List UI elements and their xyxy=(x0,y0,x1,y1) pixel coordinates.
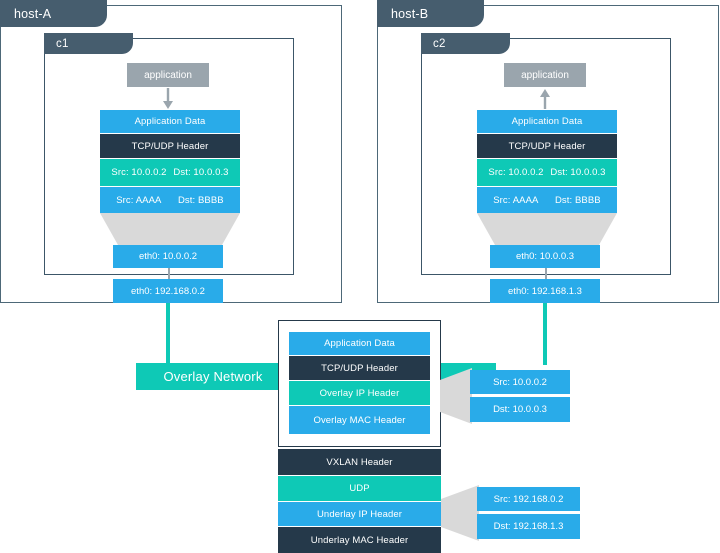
packet-layer-host-b-3-src: Src: AAAA xyxy=(493,194,539,206)
encap-outer-layer-2: Underlay IP Header xyxy=(278,502,441,526)
callout-overlay-dst: Dst: 10.0.0.3 xyxy=(470,397,570,422)
encap-outer-layer-0-label: VXLAN Header xyxy=(326,456,393,468)
encap-inner-layer-2: Overlay IP Header xyxy=(289,381,430,405)
container-c1-interface: eth0: 10.0.0.2 xyxy=(113,245,223,268)
application-label-host-b: application xyxy=(521,69,569,81)
callout-underlay-dst-label: Dst: 192.168.1.3 xyxy=(493,521,564,532)
encap-inner-layer-1: TCP/UDP Header xyxy=(289,356,430,380)
callout-overlay-src: Src: 10.0.0.2 xyxy=(470,370,570,394)
container-c2-interface-label: eth0: 10.0.0.3 xyxy=(515,251,575,262)
connector-host-a-to-overlay xyxy=(166,303,170,365)
host-a-label: host-A xyxy=(14,6,52,21)
encap-inner-layer-0-label: Application Data xyxy=(324,338,395,349)
funnel-host-a xyxy=(100,213,240,245)
overlay-network-text: Overlay Network xyxy=(163,369,263,384)
packet-layer-host-a-0: Application Data xyxy=(100,110,240,133)
host-b-tab: host-B xyxy=(377,0,484,27)
encap-outer-layer-0: VXLAN Header xyxy=(278,449,441,475)
arrow-up-host-b xyxy=(540,89,550,109)
connector-host-b-to-overlay xyxy=(543,303,547,365)
container-c1-label: c1 xyxy=(56,37,69,50)
connector-host-a-internal xyxy=(168,268,170,280)
container-c1-interface-label: eth0: 10.0.0.2 xyxy=(138,251,198,262)
application-box-host-a: application xyxy=(127,63,209,87)
application-box-host-b: application xyxy=(504,63,586,87)
callout-underlay-src: Src: 192.168.0.2 xyxy=(477,487,580,511)
host-a-interface: eth0: 192.168.0.2 xyxy=(113,279,223,303)
packet-layer-host-a-3-dst: Dst: BBBB xyxy=(177,194,224,206)
host-b-label: host-B xyxy=(391,6,429,21)
host-b-interface-label: eth0: 192.168.1.3 xyxy=(508,285,582,297)
container-c2-interface: eth0: 10.0.0.3 xyxy=(490,245,600,268)
encap-outer-layer-1: UDP xyxy=(278,476,441,501)
encap-inner-layer-3: Overlay MAC Header xyxy=(289,406,430,434)
connector-host-b-internal xyxy=(545,268,547,280)
callout-underlay-dst: Dst: 192.168.1.3 xyxy=(477,514,580,539)
arrow-down-host-a xyxy=(163,88,173,109)
overlay-network-label: Overlay Network xyxy=(136,363,290,390)
encap-outer-layer-1-label: UDP xyxy=(349,483,370,494)
packet-layer-host-a-2-dst: Dst: 10.0.0.3 xyxy=(173,167,229,178)
packet-layer-host-b-1-label: TCP/UDP Header xyxy=(508,140,586,152)
packet-layer-host-a-1: TCP/UDP Header xyxy=(100,134,240,158)
callout-overlay-dst-label: Dst: 10.0.0.3 xyxy=(493,404,547,415)
encap-inner-layer-3-label: Overlay MAC Header xyxy=(313,414,406,426)
packet-layer-host-b-3-dst: Dst: BBBB xyxy=(554,194,601,206)
callout-wedge-overlay xyxy=(440,368,472,424)
packet-layer-host-a-3-src: Src: AAAA xyxy=(116,194,162,206)
packet-layer-host-a-0-label: Application Data xyxy=(134,116,206,127)
packet-layer-host-b-0: Application Data xyxy=(477,110,617,133)
encap-inner-layer-1-label: TCP/UDP Header xyxy=(321,362,398,374)
encap-inner-layer-0: Application Data xyxy=(289,332,430,355)
packet-layer-host-b-0-label: Application Data xyxy=(511,116,583,127)
application-label-host-a: application xyxy=(144,69,192,81)
packet-layer-host-a-3: Src: AAAA Dst: BBBB xyxy=(100,187,240,213)
encap-outer-layer-3-label: Underlay MAC Header xyxy=(310,534,409,546)
packet-layer-host-a-2-src: Src: 10.0.0.2 xyxy=(111,167,167,178)
container-c1-tab: c1 xyxy=(44,33,133,54)
packet-layer-host-b-1: TCP/UDP Header xyxy=(477,134,617,158)
callout-wedge-underlay xyxy=(441,485,479,541)
packet-layer-host-a-1-label: TCP/UDP Header xyxy=(131,140,209,152)
packet-layer-host-b-2: Src: 10.0.0.2 Dst: 10.0.0.3 xyxy=(477,159,617,186)
container-c2-tab: c2 xyxy=(421,33,510,54)
host-b-interface: eth0: 192.168.1.3 xyxy=(490,279,600,303)
packet-layer-host-b-2-dst: Dst: 10.0.0.3 xyxy=(550,167,606,178)
packet-layer-host-b-3: Src: AAAA Dst: BBBB xyxy=(477,187,617,213)
encap-outer-layer-2-label: Underlay IP Header xyxy=(316,508,403,520)
callout-underlay-src-label: Src: 192.168.0.2 xyxy=(493,493,564,505)
host-a-tab: host-A xyxy=(0,0,107,27)
funnel-host-b xyxy=(477,213,617,245)
packet-layer-host-a-2: Src: 10.0.0.2 Dst: 10.0.0.3 xyxy=(100,159,240,186)
container-c2-label: c2 xyxy=(433,37,446,50)
callout-overlay-src-label: Src: 10.0.0.2 xyxy=(493,376,547,388)
packet-layer-host-b-2-src: Src: 10.0.0.2 xyxy=(488,167,544,178)
host-a-interface-label: eth0: 192.168.0.2 xyxy=(131,285,205,297)
encap-outer-layer-3: Underlay MAC Header xyxy=(278,527,441,553)
encap-inner-layer-2-label: Overlay IP Header xyxy=(319,387,400,399)
